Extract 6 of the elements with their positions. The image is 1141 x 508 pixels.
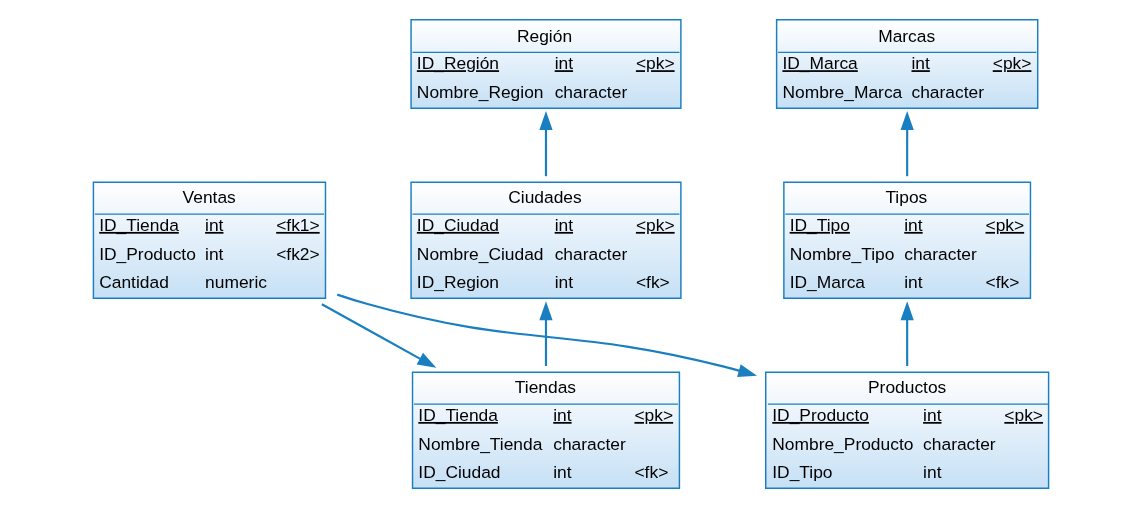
arrow	[900, 111, 914, 177]
arrow	[900, 301, 914, 366]
arrow	[538, 111, 553, 177]
arrow	[320, 303, 436, 368]
arrow	[336, 293, 757, 378]
arrow	[538, 301, 553, 366]
